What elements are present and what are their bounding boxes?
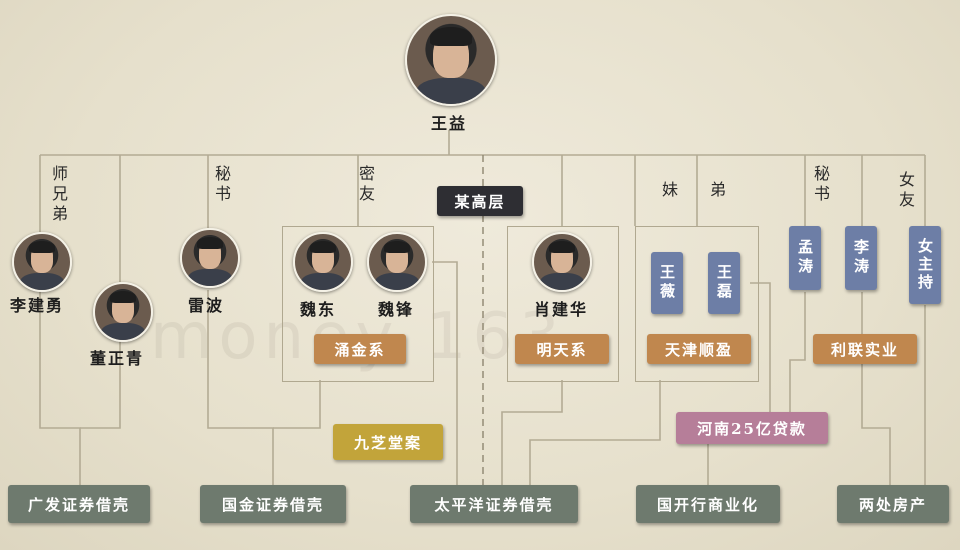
lei-bo-name: 雷波 [188,296,225,315]
relation-nvyou: 女友 [898,170,915,209]
liangchu-tag: 两处房产 [837,485,949,523]
li-jianyong-name: 李建勇 [10,296,65,315]
meng-tao-tag: 孟涛 [789,226,821,290]
relation-mishu-2: 秘书 [813,164,830,203]
wang-wei-tag: 王薇 [651,252,683,314]
yongjin-tag: 涌金系 [314,334,406,364]
li-jianyong-photo [12,232,72,292]
center-label: 某高层 [437,186,523,216]
guokaihang-tag: 国开行商业化 [636,485,780,523]
wei-feng-photo [367,232,427,292]
lei-bo-photo [180,228,240,288]
xiao-jianhua-photo [532,232,592,292]
wei-dong-photo [293,232,353,292]
nv-zhuchi-name: 女主持 [916,238,934,292]
henan-tag: 河南25亿贷款 [676,412,828,444]
family-group-box [635,226,759,382]
relation-di: 弟 [709,180,726,199]
meng-tao-name: 孟涛 [796,239,814,277]
wang-lei-tag: 王磊 [708,252,740,314]
jiuzhitang-tag: 九芝堂案 [333,424,443,460]
wei-dong-name: 魏东 [300,300,337,319]
xiao-jianhua-name: 肖建华 [534,300,589,319]
wang-yi-photo [405,14,497,106]
wei-feng-name: 魏锋 [378,300,415,319]
yongjin-group-box [282,226,434,382]
tianjin-tag: 天津顺盈 [647,334,751,364]
lilian-tag: 利联实业 [813,334,917,364]
relation-mei: 妹 [661,180,678,199]
li-tao-name: 李涛 [852,239,870,277]
mingtian-group-box [507,226,619,382]
guojin-tag: 国金证券借壳 [200,485,346,523]
relation-miyou: 密友 [358,164,375,203]
dong-zhengqing-photo [93,282,153,342]
li-tao-tag: 李涛 [845,226,877,290]
taipingyang-tag: 太平洋证券借壳 [410,485,578,523]
guangfa-tag: 广发证券借壳 [8,485,150,523]
wang-wei-name: 王薇 [658,264,676,302]
relation-shixiongdi: 师兄弟 [51,164,68,223]
wang-lei-name: 王磊 [715,264,733,302]
relation-mishu: 秘书 [214,164,231,203]
dong-zhengqing-name: 董正青 [90,349,145,368]
wang-yi-name: 王益 [431,114,468,133]
nv-zhuchi-tag: 女主持 [909,226,941,304]
mingtian-tag: 明天系 [515,334,609,364]
